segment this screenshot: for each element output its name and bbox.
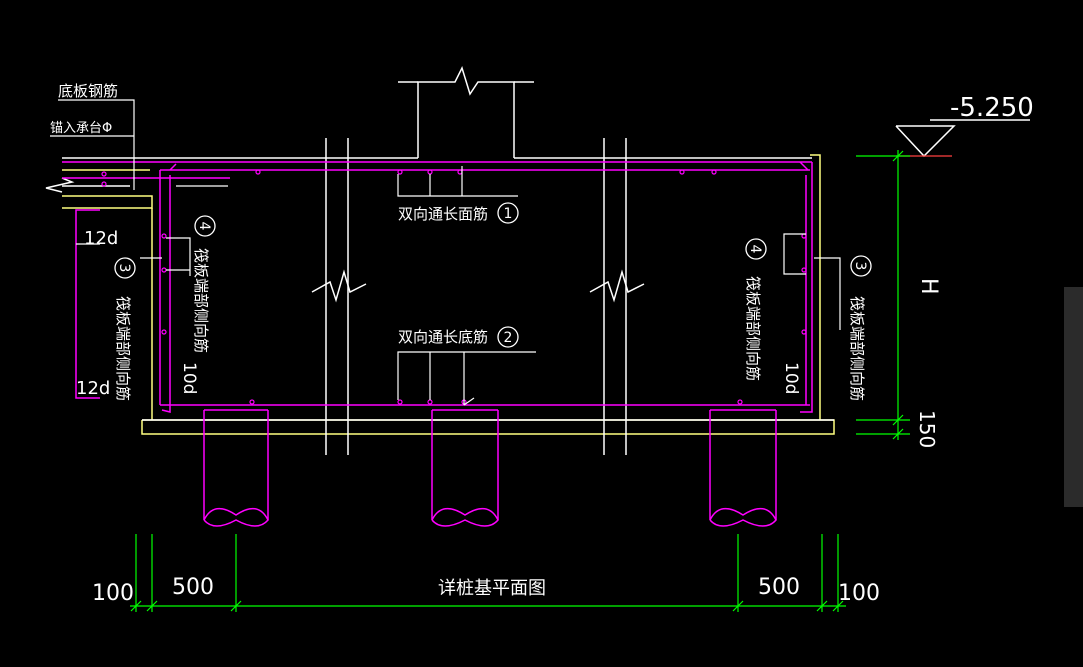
top-left-hook <box>169 163 177 171</box>
label-bottom-rebar: 底板钢筋 <box>58 82 118 100</box>
dimension-lines <box>130 150 910 612</box>
dim-10d-right: 10d <box>781 362 801 394</box>
circle-marker-numbers: 1 2 3 4 4 3 <box>116 206 868 346</box>
dim-12d-bottom: 12d <box>76 378 110 399</box>
pile-right <box>709 409 777 527</box>
label-edge-side-4-left: 筏板端部侧向筋 <box>192 248 210 353</box>
leader-right-3 <box>814 257 841 330</box>
slab-outline <box>45 65 834 455</box>
rebar-dots <box>101 169 807 405</box>
cushion-left-step <box>62 195 153 209</box>
leader-bottom-rebar <box>58 99 135 190</box>
marker-3-left-circle <box>114 257 136 279</box>
leader-lines <box>50 99 841 406</box>
dimension-texts: -5.250 H 150 12d 12d 10d 10d 100 500 500… <box>76 93 1034 606</box>
circle-markers <box>114 202 872 348</box>
break-symbol-a <box>311 269 367 303</box>
label-bidirectional-bottom: 双向通长底筋 <box>398 328 488 346</box>
marker-1: 1 <box>504 206 513 222</box>
dim-height: H <box>916 278 941 295</box>
dim-base-150: 150 <box>915 410 939 448</box>
marker-4-left: 4 <box>196 222 212 231</box>
pile-left <box>203 409 269 527</box>
break-left-top <box>45 177 75 193</box>
dim-100-left: 100 <box>92 581 134 606</box>
cushion-layer <box>62 154 835 435</box>
label-bidirectional-top: 双向通长面筋 <box>398 205 488 223</box>
marker-3-right: 3 <box>852 262 868 271</box>
column-stub <box>417 65 515 158</box>
label-anchor: 锚入承台Φ <box>50 121 112 136</box>
drawing-title: 详桩基平面图 <box>438 578 546 599</box>
marker-4-left-circle <box>194 215 216 237</box>
marker-1-circle <box>497 202 519 224</box>
left-12d-hook <box>75 209 100 399</box>
right-u-bar <box>800 162 813 413</box>
leader-right-4 <box>783 233 806 275</box>
dim-500-left: 500 <box>172 575 214 600</box>
rebar-layer <box>62 161 813 527</box>
leader-bottom-2 <box>397 351 536 400</box>
marker-3-left: 3 <box>116 264 132 273</box>
text-labels: 底板钢筋 锚入承台Φ 双向通长面筋 双向通长底筋 筏板端部侧向筋 筏板端部侧向筋… <box>50 82 866 599</box>
dim-500-right: 500 <box>758 575 800 600</box>
marker-2-circle <box>497 326 519 348</box>
label-edge-side-3-left: 筏板端部侧向筋 <box>114 296 132 401</box>
elevation-triangle <box>895 125 956 158</box>
dim-100-right: 100 <box>838 581 880 606</box>
marker-4-right-circle <box>745 238 767 260</box>
label-edge-side-4-right: 筏板端部侧向筋 <box>744 276 762 381</box>
marker-2: 2 <box>504 330 513 346</box>
pile-middle <box>431 409 499 527</box>
label-edge-side-3-right: 筏板端部侧向筋 <box>848 296 866 401</box>
top-right-hook <box>799 161 809 171</box>
dim-12d-top: 12d <box>84 228 118 249</box>
cushion-top-right <box>810 154 821 420</box>
leader-top-1 <box>397 174 518 197</box>
cushion-strip <box>141 419 835 435</box>
dim-10d-left: 10d <box>179 362 199 394</box>
marker-4-right: 4 <box>747 245 763 254</box>
scrollbar-handle[interactable] <box>1064 287 1083 507</box>
marker-3-right-circle <box>850 255 872 277</box>
elevation-value: -5.250 <box>950 93 1034 123</box>
left-hook-bar <box>161 175 171 413</box>
elevation-marker <box>895 119 1030 158</box>
leader-left-4 <box>166 237 191 276</box>
break-symbol-b <box>589 269 645 303</box>
